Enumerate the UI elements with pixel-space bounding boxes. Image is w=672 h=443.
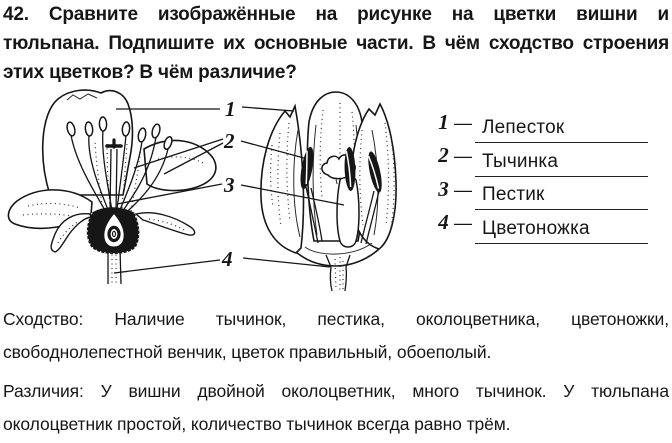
answer-list: 1 — Лепесток 2 — Тычинка 3 — Пестик 4 — … bbox=[436, 110, 648, 244]
tulip-flower-illustration bbox=[260, 91, 397, 292]
difference-paragraph: Различия: У вишни двойной околоцветник, … bbox=[0, 375, 672, 440]
answer-row-4: 4 — Цветоножка bbox=[436, 210, 648, 244]
cherry-receptacle-ovary bbox=[86, 207, 140, 255]
difference-line-1: Различия: У вишни двойной околоцветник, … bbox=[3, 381, 669, 401]
answer-dash-2: — bbox=[454, 146, 472, 167]
question-line-3: этих цветков? В чём различие? bbox=[3, 61, 297, 83]
answer-field-pistil: Пестик bbox=[475, 184, 648, 211]
answer-row-1: 1 — Лепесток bbox=[436, 110, 648, 144]
cherry-anther bbox=[66, 116, 173, 150]
similarity-line-1: Сходство: Наличие тычинок, пестика, окол… bbox=[3, 309, 669, 329]
question-line-2: тюльпана. Подпишите их основные части. В… bbox=[3, 32, 669, 54]
callout-line-2-left-b bbox=[163, 142, 224, 175]
answer-field-stamen: Тычинка bbox=[475, 151, 648, 177]
cherry-sepals bbox=[50, 212, 196, 253]
question-text: 42. Сравните изображённые на рисунке на … bbox=[0, 1, 672, 87]
answer-dash-3: — bbox=[454, 179, 472, 200]
question-line-1: 42. Сравните изображённые на рисунке на … bbox=[3, 4, 669, 25]
cherry-pedicel bbox=[107, 247, 122, 285]
difference-line-2: околоцветник простой, количество тычинок… bbox=[3, 413, 511, 434]
answer-dash-1: — bbox=[454, 113, 472, 133]
answer-number-3: 3 bbox=[438, 176, 449, 201]
tulip-pedicel bbox=[325, 254, 351, 292]
callout-lines bbox=[113, 106, 345, 274]
cherry-pistil bbox=[105, 138, 123, 212]
cherry-flower-illustration bbox=[7, 89, 217, 285]
answer-row-2: 2 — Тычинка bbox=[436, 143, 648, 177]
answer-number-2: 2 bbox=[438, 143, 449, 168]
answer-dash-4: — bbox=[454, 213, 472, 234]
callout-line-2-left-a bbox=[133, 138, 224, 169]
answer-field-petal: Лепесток bbox=[475, 117, 648, 144]
similarity-paragraph: Сходство: Наличие тычинок, пестика, окол… bbox=[0, 303, 672, 368]
callout-line-1-right bbox=[241, 106, 295, 112]
tulip-filaments bbox=[305, 186, 380, 245]
similarity-line-2: свободнолепестной венчик, цветок правиль… bbox=[3, 341, 492, 362]
answer-field-pedicel: Цветоножка bbox=[475, 218, 648, 244]
callout-number-1: 1 bbox=[225, 97, 236, 121]
callout-line-3-right bbox=[240, 184, 345, 206]
answer-number-1: 1 bbox=[438, 110, 449, 134]
callout-line-2-right bbox=[240, 140, 305, 159]
flower-comparison-diagram: 1 2 3 4 bbox=[7, 89, 397, 292]
tulip-tepal-left bbox=[260, 103, 305, 254]
callout-number-3: 3 bbox=[223, 173, 235, 197]
answer-number-4: 4 bbox=[438, 210, 449, 235]
callout-number-2: 2 bbox=[223, 129, 235, 153]
answer-row-3: 3 — Пестик bbox=[436, 176, 648, 211]
callout-number-4: 4 bbox=[221, 247, 233, 271]
tulip-anthers bbox=[300, 146, 382, 193]
callout-line-4-right bbox=[242, 257, 331, 268]
callout-numbers: 1 2 3 4 bbox=[221, 97, 236, 271]
callout-line-4-left bbox=[113, 259, 221, 274]
callout-line-3-left bbox=[116, 183, 223, 205]
